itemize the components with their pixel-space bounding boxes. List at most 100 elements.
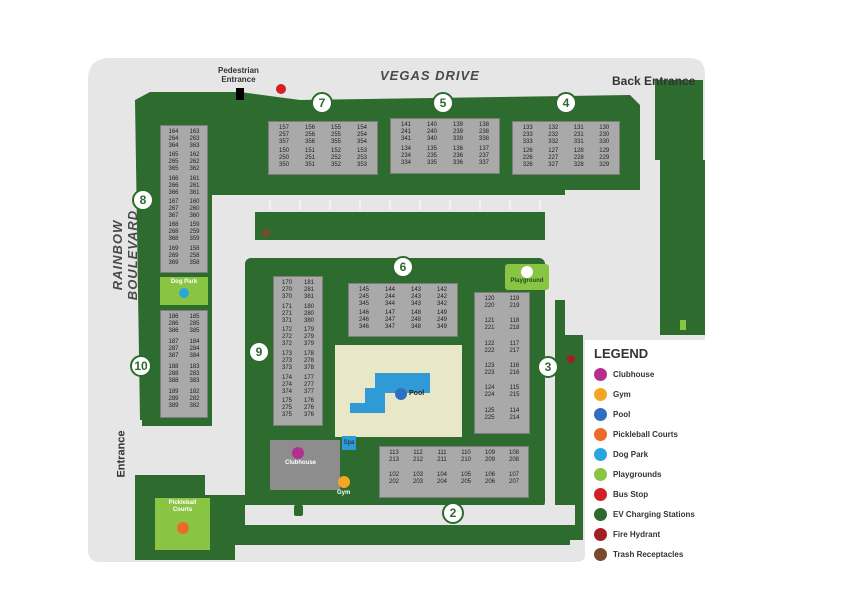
- unit-label: 166 266 366: [168, 175, 179, 196]
- unit-label: 156 256 356: [304, 125, 315, 145]
- unit-label: 132 232 332: [548, 125, 559, 145]
- clubhouse-building[interactable]: [270, 440, 340, 490]
- legend-item: Pool: [594, 408, 630, 421]
- clubhouse-icon: [292, 447, 304, 459]
- pool-icon: [594, 408, 607, 421]
- unit-label: 104 204: [436, 472, 447, 485]
- dog-park-icon: [594, 448, 607, 461]
- unit-label: 141 241 341: [400, 122, 411, 142]
- unit-label: 124 224: [484, 385, 495, 399]
- unit-label: 134 234 334: [400, 146, 411, 166]
- unit-label: 123 223: [484, 362, 495, 376]
- unit-label: 116 216: [509, 362, 520, 376]
- building-marker-7[interactable]: 7: [311, 92, 333, 114]
- pickleball-icon: [176, 522, 189, 534]
- legend-item: Clubhouse: [594, 368, 654, 381]
- clubhouse-label: Clubhouse: [285, 460, 316, 466]
- unit-label: 122 222: [484, 340, 495, 354]
- legend-item-label: Bus Stop: [613, 490, 649, 499]
- unit-label: 109 209: [484, 450, 495, 463]
- gym-icon: [594, 388, 607, 401]
- building-marker-5[interactable]: 5: [432, 92, 454, 114]
- unit-label: 126 226 326: [522, 148, 533, 168]
- legend-item: Pickleball Courts: [594, 428, 678, 441]
- pickleball-courts-area[interactable]: Pickleball Courts: [155, 498, 210, 550]
- building-marker-2[interactable]: 2: [442, 502, 464, 524]
- unit-label: 127 227 327: [548, 148, 559, 168]
- unit-label: 182 282 382: [189, 389, 200, 409]
- unit-label: 150 250 350: [278, 148, 289, 168]
- unit-label: 110 210: [460, 450, 471, 463]
- unit-label: 152 252 352: [330, 148, 341, 168]
- unit-label: 138 238 338: [478, 122, 489, 142]
- unit-label: 111 211: [437, 450, 447, 463]
- unit-label: 131 231 331: [573, 125, 584, 145]
- unit-label: 114 214: [509, 407, 520, 421]
- dog-park-icon: [179, 288, 189, 298]
- unit-label: 154 254 354: [356, 125, 367, 145]
- unit-label: 145 245 345: [358, 287, 369, 307]
- legend-title: LEGEND: [594, 346, 649, 361]
- legend-item-label: Clubhouse: [613, 370, 655, 379]
- unit-label: 129 229 329: [599, 148, 610, 168]
- legend-item-label: Pickleball Courts: [613, 430, 678, 439]
- unit-label: 159 259 359: [189, 222, 200, 243]
- gym-icon: [338, 476, 350, 488]
- unit-label: 167 267 367: [168, 198, 179, 219]
- unit-label: 103 203: [412, 472, 423, 485]
- building-marker-10[interactable]: 10: [130, 355, 152, 377]
- playground-icon: [521, 266, 533, 278]
- unit-label: 180 280 380: [303, 303, 314, 324]
- unit-label: 178 278 378: [303, 350, 314, 371]
- pool-shape[interactable]: [345, 368, 435, 428]
- unit-label: 179 279 379: [303, 327, 314, 348]
- fire-hydrant-icon: [567, 355, 575, 363]
- entrance-label: Entrance: [115, 430, 128, 478]
- legend-item: EV Charging Stations: [594, 508, 695, 521]
- legend-item-label: EV Charging Stations: [613, 510, 695, 519]
- bus-stop-icon: [594, 488, 607, 501]
- unit-label: 153 253 353: [356, 148, 367, 168]
- unit-label: 184 284 384: [189, 339, 200, 359]
- unit-label: 120 220: [484, 296, 495, 309]
- pool-icon: [395, 388, 407, 400]
- unit-label: 148 248 348: [410, 310, 421, 330]
- playground-area[interactable]: Playground: [505, 264, 549, 290]
- ev-charging-icon: [294, 505, 303, 516]
- unit-label: 147 247 347: [384, 310, 395, 330]
- legend-item: Bus Stop: [594, 488, 648, 501]
- building-marker-6[interactable]: 6: [392, 256, 414, 278]
- building-marker-3[interactable]: 3: [537, 356, 559, 378]
- building-marker-8[interactable]: 8: [132, 189, 154, 211]
- unit-label: 165 265 365: [168, 152, 179, 173]
- legend-item: Dog Park: [594, 448, 648, 461]
- unit-label: 173 273 373: [281, 350, 292, 371]
- trash-icon: [594, 548, 607, 561]
- building-marker-4[interactable]: 4: [555, 92, 577, 114]
- legend-item-label: Fire Hydrant: [613, 530, 661, 539]
- unit-label: 189 289 389: [168, 389, 179, 409]
- legend-item-label: Pool: [613, 410, 631, 419]
- gym-label: Gym: [337, 490, 351, 496]
- pool-label: Pool: [409, 390, 425, 397]
- legend-item: Trash Receptacles: [594, 548, 683, 561]
- unit-label: 188 288 388: [168, 364, 179, 384]
- dog-park-area[interactable]: Dog Park: [160, 277, 208, 305]
- spa[interactable]: Spa: [342, 436, 356, 450]
- building-marker-9[interactable]: 9: [248, 341, 270, 363]
- unit-label: 142 242 342: [436, 287, 447, 307]
- pickleball-label: Pickleball Courts: [168, 500, 197, 513]
- legend-item-label: Playgrounds: [613, 470, 662, 479]
- unit-label: 149 249 349: [436, 310, 447, 330]
- unit-label: 107 207: [508, 472, 519, 485]
- unit-label: 157 257 357: [278, 125, 289, 145]
